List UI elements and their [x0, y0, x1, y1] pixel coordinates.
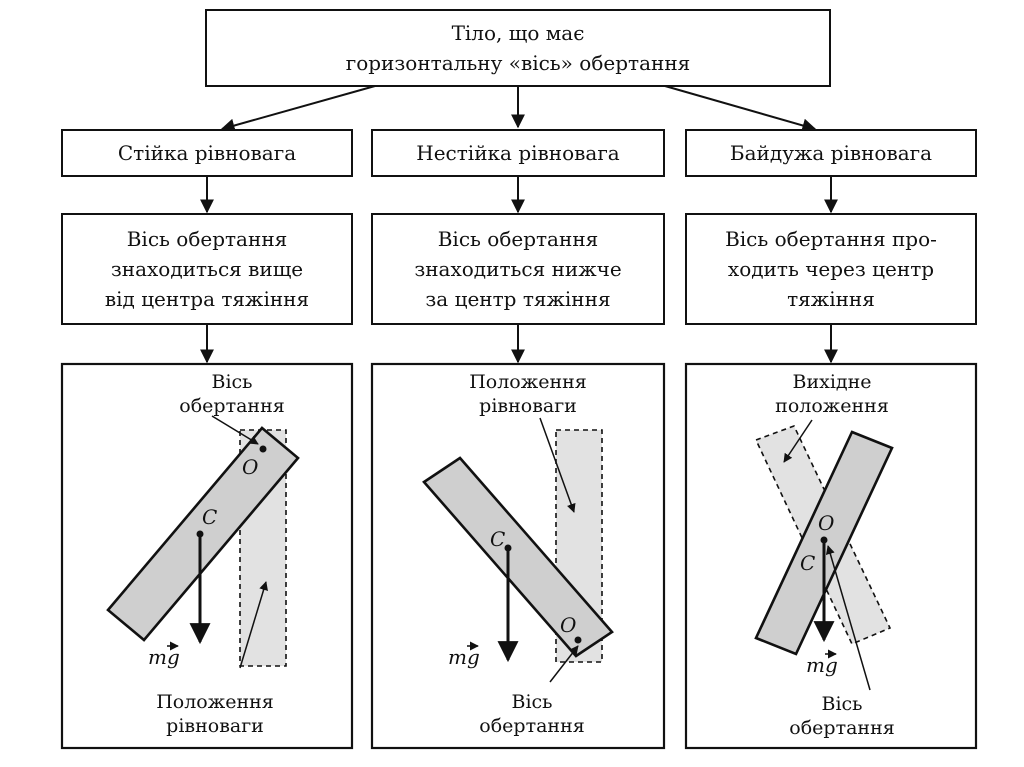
- neutral-bottom-label-1: Вісь: [821, 693, 862, 715]
- neutral-axis-letter: O: [818, 511, 834, 535]
- stable-desc-line-2: знаходиться вище: [111, 257, 303, 281]
- neutral-desc-line-2: ходить через центр: [728, 257, 934, 281]
- stable-type-box: Стійка рівновага: [61, 129, 353, 177]
- stable-axis-point: [259, 445, 267, 453]
- unstable-center-letter: C: [490, 527, 505, 551]
- neutral-desc-box: Вісь обертання про- ходить через центр т…: [685, 213, 977, 325]
- stable-top-label-2: обертання: [179, 395, 284, 417]
- unstable-bottom-label-2: обертання: [479, 715, 584, 737]
- unstable-axis-pointer: [549, 645, 579, 683]
- unstable-axis-letter: O: [560, 613, 576, 637]
- neutral-bottom-label-2: обертання: [789, 717, 894, 739]
- neutral-force-text: mg: [806, 653, 838, 677]
- unstable-desc-line-1: Вісь обертання: [438, 227, 599, 251]
- unstable-bottom-label-1: Вісь: [511, 691, 552, 713]
- stable-bottom-label-1: Положення: [156, 691, 274, 713]
- stable-force-text: mg: [148, 645, 180, 669]
- stable-equilibrium-pointer: [239, 581, 268, 669]
- stable-desc-line-3: від центра тяжіння: [105, 287, 309, 311]
- unstable-force-text: mg: [448, 645, 480, 669]
- unstable-desc-line-3: за центр тяжіння: [425, 287, 610, 311]
- stable-force-label: mg: [148, 645, 180, 669]
- unstable-axis-point: [574, 636, 582, 644]
- stable-axis-letter: O: [242, 455, 258, 479]
- stable-panel: O C mg Вісь обертання Положення рівноваг…: [60, 362, 354, 750]
- top-line-1: Тіло, що має: [452, 21, 585, 45]
- stable-desc-line-1: Вісь обертання: [127, 227, 288, 251]
- stable-type-label: Стійка рівновага: [118, 141, 296, 165]
- neutral-force-label: mg: [806, 653, 838, 677]
- stable-desc-box: Вісь обертання знаходиться вище від цент…: [61, 213, 353, 325]
- unstable-desc-box: Вісь обертання знаходиться нижче за цент…: [371, 213, 665, 325]
- stable-top-label-1: Вісь: [211, 371, 252, 393]
- top-box: Тіло, що має горизонтальну «вісь» оберта…: [205, 9, 831, 87]
- neutral-desc-line-3: тяжіння: [787, 287, 875, 311]
- neutral-initial-pointer: [783, 419, 813, 463]
- unstable-equilibrium-pointer: [539, 417, 576, 513]
- unstable-top-label-2: рівноваги: [479, 395, 577, 417]
- neutral-top-label-2: положення: [775, 395, 889, 417]
- neutral-type-label: Байдужа рівновага: [730, 141, 932, 165]
- neutral-panel: O C mg Вихідне положення Вісь обертання: [684, 362, 978, 750]
- top-line-2: горизонтальну «вісь» обертання: [346, 51, 691, 75]
- unstable-desc-line-2: знаходиться нижче: [414, 257, 621, 281]
- stable-bottom-label-2: рівноваги: [166, 715, 264, 737]
- arrow-top-to-neutral: [664, 85, 817, 133]
- neutral-center-letter: C: [800, 551, 815, 575]
- unstable-top-label-1: Положення: [469, 371, 587, 393]
- stable-axis-pointer: [211, 415, 259, 445]
- unstable-panel: C O mg Положення рівноваги Вісь обертанн…: [370, 362, 666, 750]
- stable-center-letter: C: [202, 505, 217, 529]
- unstable-bar: [422, 456, 614, 658]
- unstable-force-label: mg: [448, 645, 480, 669]
- unstable-type-label: Нестійка рівновага: [416, 141, 620, 165]
- neutral-desc-line-1: Вісь обертання про-: [725, 227, 937, 251]
- unstable-type-box: Нестійка рівновага: [371, 129, 665, 177]
- neutral-axis-pointer: [825, 545, 871, 691]
- neutral-top-label-1: Вихідне: [792, 371, 871, 393]
- arrow-top-to-stable: [220, 85, 376, 133]
- neutral-type-box: Байдужа рівновага: [685, 129, 977, 177]
